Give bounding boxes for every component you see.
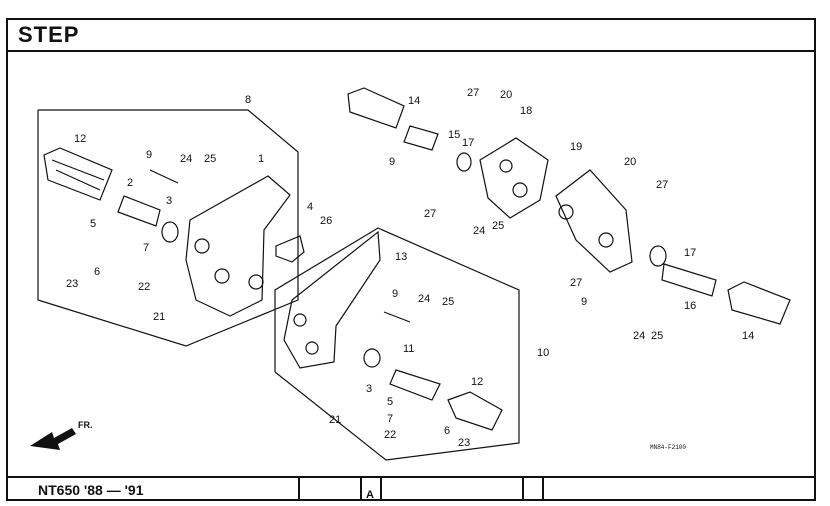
callout-6-center: 6 [444,425,450,437]
callout-3-left: 3 [166,195,172,207]
title-bar [6,18,816,52]
callout-24-right: 24 [633,330,645,342]
callout-17-right: 17 [684,247,696,259]
footer-divider [522,476,524,501]
callout-5-left: 5 [90,218,96,230]
footer-divider [542,476,544,501]
page-title: STEP [18,22,80,47]
left-footpeg [43,147,113,201]
callout-27-low: 27 [570,277,582,289]
footer-divider [298,476,300,501]
callout-9-top: 9 [389,156,395,168]
callout-23-center: 23 [458,437,470,449]
footer-bar [6,476,816,501]
left-assembly-outline [37,109,299,347]
diagram-frame [6,18,816,501]
footer-cell-a: A [366,489,374,501]
center-footpeg [447,391,503,431]
callout-25-left: 25 [204,153,216,165]
callout-7-left: 7 [143,242,149,254]
callout-22-center: 22 [384,429,396,441]
callout-14-right: 14 [742,330,754,342]
callout-19: 19 [570,141,582,153]
callout-5-center: 5 [387,396,393,408]
callout-13: 13 [395,251,407,263]
front-arrow-icon [30,428,76,450]
model-label: NT650 '88 — '91 [38,482,144,498]
callout-26: 26 [320,215,332,227]
callout-25-mid: 25 [492,220,504,232]
right-footpeg [727,281,791,325]
callout-16: 16 [684,300,696,312]
callout-25-center: 25 [442,296,454,308]
callout-6-left: 6 [94,266,100,278]
callout-14-top: 14 [408,95,420,107]
callout-27-top: 27 [467,87,479,99]
center-bracket [283,230,381,369]
callout-18: 18 [520,105,532,117]
callout-20-right: 20 [624,156,636,168]
callout-23-left: 23 [66,278,78,290]
callout-9-right: 9 [581,296,587,308]
callout-27-mid: 27 [424,208,436,220]
callout-22-left: 22 [138,281,150,293]
callout-11: 11 [403,343,414,355]
callout-25-right: 25 [651,330,663,342]
upper-bracket [479,137,549,219]
front-arrow-label: FR. [78,420,93,430]
callout-8: 8 [245,94,251,106]
callout-21-center: 21 [329,414,341,426]
right-bracket [555,169,633,273]
callout-9-left: 9 [146,149,152,161]
left-bracket [185,175,291,317]
diagram-code: MN84-F2100 [650,444,687,451]
upper-footpeg [347,87,405,129]
callout-15: 15 [448,129,460,141]
callout-9-center: 9 [392,288,398,300]
callout-24-center: 24 [418,293,430,305]
callout-10: 10 [537,347,549,359]
callout-3-center: 3 [366,383,372,395]
callout-27-right: 27 [656,179,668,191]
footer-divider [380,476,382,501]
callout-7-center: 7 [387,413,393,425]
callout-1: 1 [258,153,264,165]
callout-24-mid: 24 [473,225,485,237]
callout-24-left: 24 [180,153,192,165]
callout-4: 4 [307,201,313,213]
callout-2: 2 [127,177,133,189]
callout-12-center: 12 [471,376,483,388]
callout-12-left: 12 [74,133,86,145]
footer-divider [360,476,362,501]
callout-17-top: 17 [462,137,474,149]
center-assembly-outline [274,227,520,461]
callout-21-left: 21 [153,311,165,323]
callout-20-top: 20 [500,89,512,101]
